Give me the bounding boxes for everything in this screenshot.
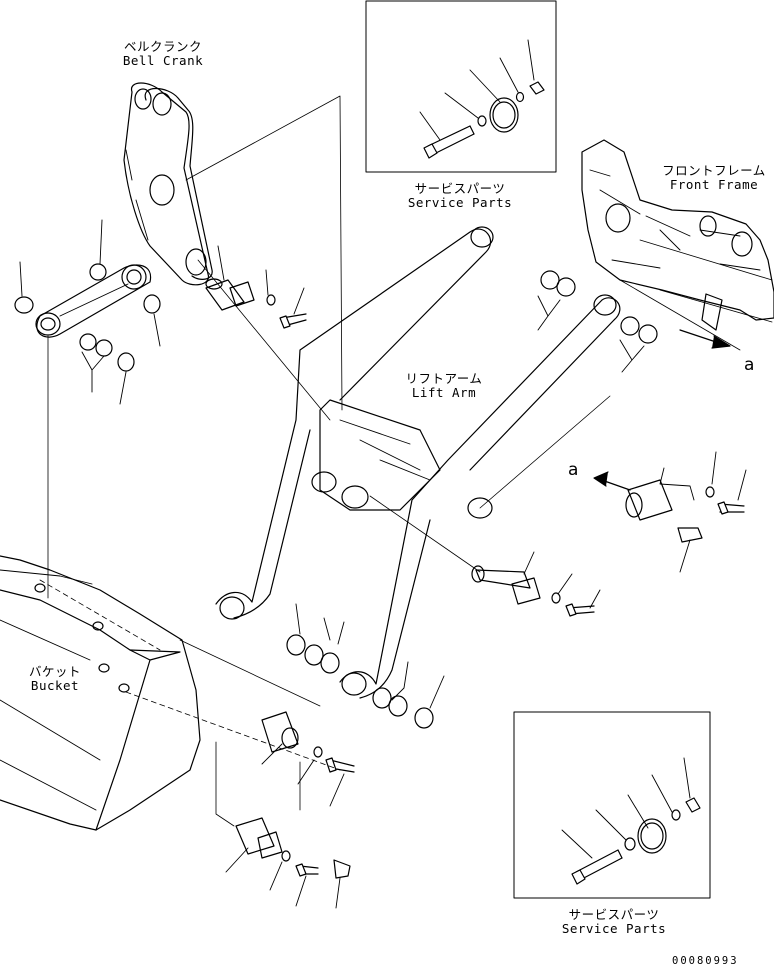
bell-crank-label: ベルクランク Bell Crank — [108, 40, 218, 68]
bucket — [0, 556, 200, 830]
lift-arm-label-jp: リフトアーム — [405, 371, 483, 386]
front-frame-label-jp: フロントフレーム — [662, 163, 766, 178]
service-parts-bottom-label: サービスパーツ Service Parts — [552, 908, 676, 936]
service-parts-box-bottom — [514, 712, 710, 898]
service-small-washer-bottom — [672, 810, 680, 820]
drawing-number: 00080993 — [672, 955, 739, 967]
service-washer-bottom — [625, 838, 635, 850]
service-parts-top-label: サービスパーツ Service Parts — [398, 182, 522, 210]
service-nut-top — [530, 82, 544, 94]
bucket-label-en: Bucket — [30, 678, 80, 693]
frame-pin-group — [626, 452, 746, 572]
bucket-label-jp: バケット — [28, 664, 81, 679]
link-shims — [15, 220, 160, 404]
lift-arm-label-en: Lift Arm — [411, 385, 477, 400]
bucket-pin-group-upper — [262, 712, 354, 806]
service-parts-bottom-label-en: Service Parts — [561, 921, 667, 936]
view-arrow-right — [680, 330, 730, 348]
front-frame — [582, 140, 774, 330]
bell-crank — [124, 83, 212, 285]
lift-arm-lower-shims — [287, 604, 444, 728]
bucket-label: バケット Bucket — [18, 665, 92, 693]
service-small-washer-top — [517, 93, 524, 102]
lift-arm — [216, 227, 620, 698]
service-washer-top — [478, 116, 486, 126]
service-parts-top-label-en: Service Parts — [407, 195, 513, 210]
connection-lines — [40, 96, 772, 826]
service-parts-bottom-label-jp: サービスパーツ — [568, 907, 660, 922]
service-ring-top — [490, 98, 518, 132]
service-ring-bottom — [638, 819, 666, 853]
view-marker-right: a — [744, 355, 755, 375]
link-bar — [36, 265, 151, 337]
service-nut-bottom — [686, 798, 700, 812]
view-marker-middle: a — [568, 460, 579, 480]
view-arrow-middle — [594, 472, 630, 490]
service-bolt-bottom — [572, 850, 622, 884]
lift-arm-label: リフトアーム Lift Arm — [394, 372, 494, 400]
bucket-pin-group-lower — [226, 818, 350, 908]
front-frame-label-en: Front Frame — [669, 177, 759, 192]
front-frame-label: フロントフレーム Front Frame — [654, 164, 774, 192]
bell-crank-pin-group — [206, 246, 306, 328]
service-bolt-top — [424, 126, 474, 158]
center-pin-group — [472, 552, 600, 616]
service-parts-box-top — [366, 1, 556, 172]
bell-crank-label-jp: ベルクランク — [123, 39, 202, 54]
service-parts-top-label-jp: サービスパーツ — [414, 181, 506, 196]
bell-crank-label-en: Bell Crank — [122, 53, 204, 68]
lift-arm-upper-shims — [538, 271, 657, 372]
